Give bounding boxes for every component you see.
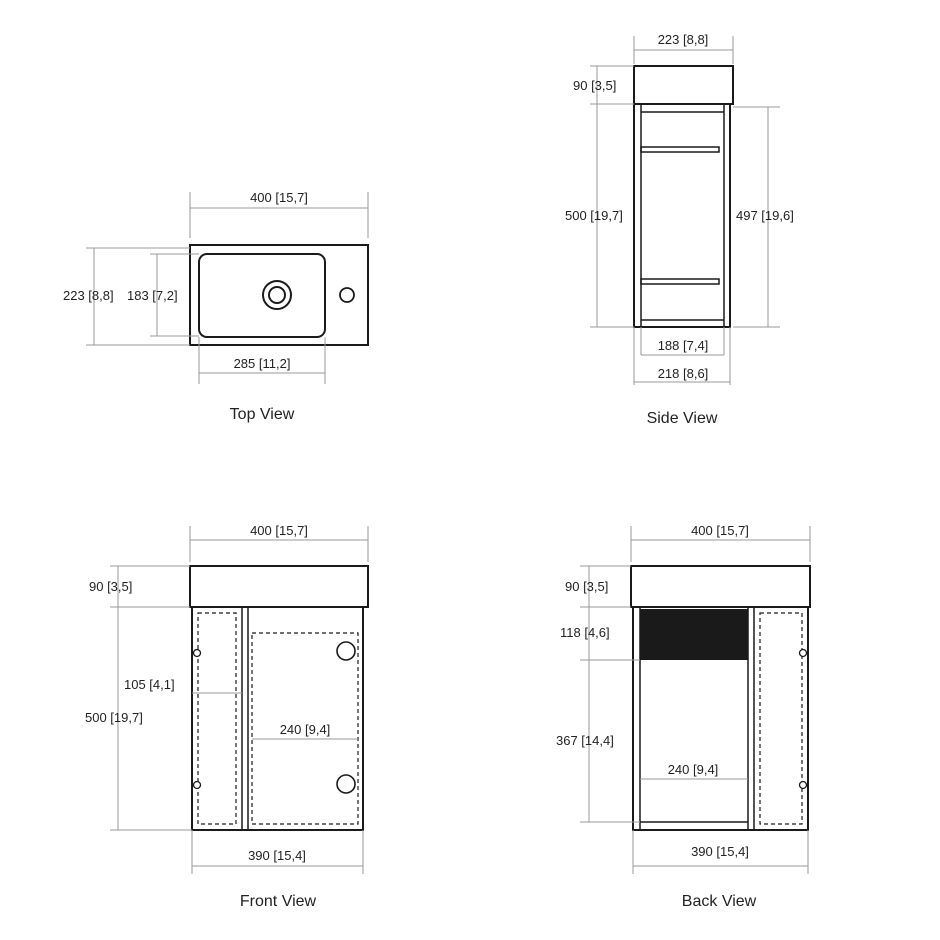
side-basin-block [633, 65, 734, 105]
side-top-height-label: 90 [3,5] [573, 78, 616, 93]
top-view: 400 [15,7] 223 [8,8] 183 [7,2] 285 [11,2… [63, 190, 369, 423]
back-panel [640, 609, 748, 660]
side-view-caption: Side View [647, 410, 718, 427]
top-depth-label: 223 [8,8] [63, 288, 114, 303]
back-opening-height-label: 367 [14,4] [556, 733, 614, 748]
front-door-width-label: 240 [9,4] [280, 722, 331, 737]
side-lower-rail [640, 278, 720, 285]
side-cabinet-body [633, 103, 731, 328]
back-base-width-label: 390 [15,4] [691, 844, 749, 859]
side-height-right-label: 497 [19,6] [736, 208, 794, 223]
back-top-height-label: 90 [3,5] [565, 579, 608, 594]
top-view-caption: Top View [230, 406, 295, 423]
pin-icon [192, 648, 202, 658]
back-opening-width-label: 240 [9,4] [668, 762, 719, 777]
top-basin-bowl [198, 253, 326, 338]
front-door-hidden [251, 632, 359, 825]
pin-icon [798, 648, 808, 658]
back-basin-block [630, 565, 811, 608]
top-width-label: 400 [15,7] [250, 190, 308, 205]
back-view: 400 [15,7] 90 [3,5] 118 [4,6] 367 [14,4] [556, 523, 811, 910]
front-cabinet [191, 606, 364, 831]
front-view-caption: Front View [240, 893, 317, 910]
front-height-label: 500 [19,7] [85, 710, 143, 725]
front-base-width-label: 390 [15,4] [248, 848, 306, 863]
back-right-panel-hidden [759, 612, 803, 825]
back-width-label: 400 [15,7] [691, 523, 749, 538]
drain-icon [262, 280, 292, 310]
pin-icon [798, 780, 808, 790]
drain-inner-icon [268, 286, 286, 304]
side-upper-rail [640, 146, 720, 153]
front-basin-block [189, 565, 369, 608]
hinge-icon [336, 774, 356, 794]
tap-hole-icon [339, 287, 355, 303]
front-width-label: 400 [15,7] [250, 523, 308, 538]
front-top-height-label: 90 [3,5] [89, 579, 132, 594]
front-left-section-label: 105 [4,1] [124, 677, 175, 692]
front-left-panel-hidden [197, 612, 237, 825]
front-view: 400 [15,7] 90 [3,5] 500 [19,7] 105 [4,1] [85, 523, 369, 910]
hinge-icon [336, 641, 356, 661]
side-view: 223 [8,8] 90 [3,5] 500 [19,7] 497 [19,6]… [565, 32, 794, 427]
side-height-left-label: 500 [19,7] [565, 208, 623, 223]
pin-icon [192, 780, 202, 790]
top-basin-width-label: 285 [11,2] [234, 356, 291, 371]
side-outer-depth-label: 218 [8,6] [658, 366, 709, 381]
back-panel-height-label: 118 [4,6] [560, 625, 610, 640]
top-basin-depth-label: 183 [7,2] [127, 288, 178, 303]
side-top-depth-label: 223 [8,8] [658, 32, 709, 47]
back-view-caption: Back View [682, 893, 757, 910]
side-inner-depth-label: 188 [7,4] [658, 338, 709, 353]
